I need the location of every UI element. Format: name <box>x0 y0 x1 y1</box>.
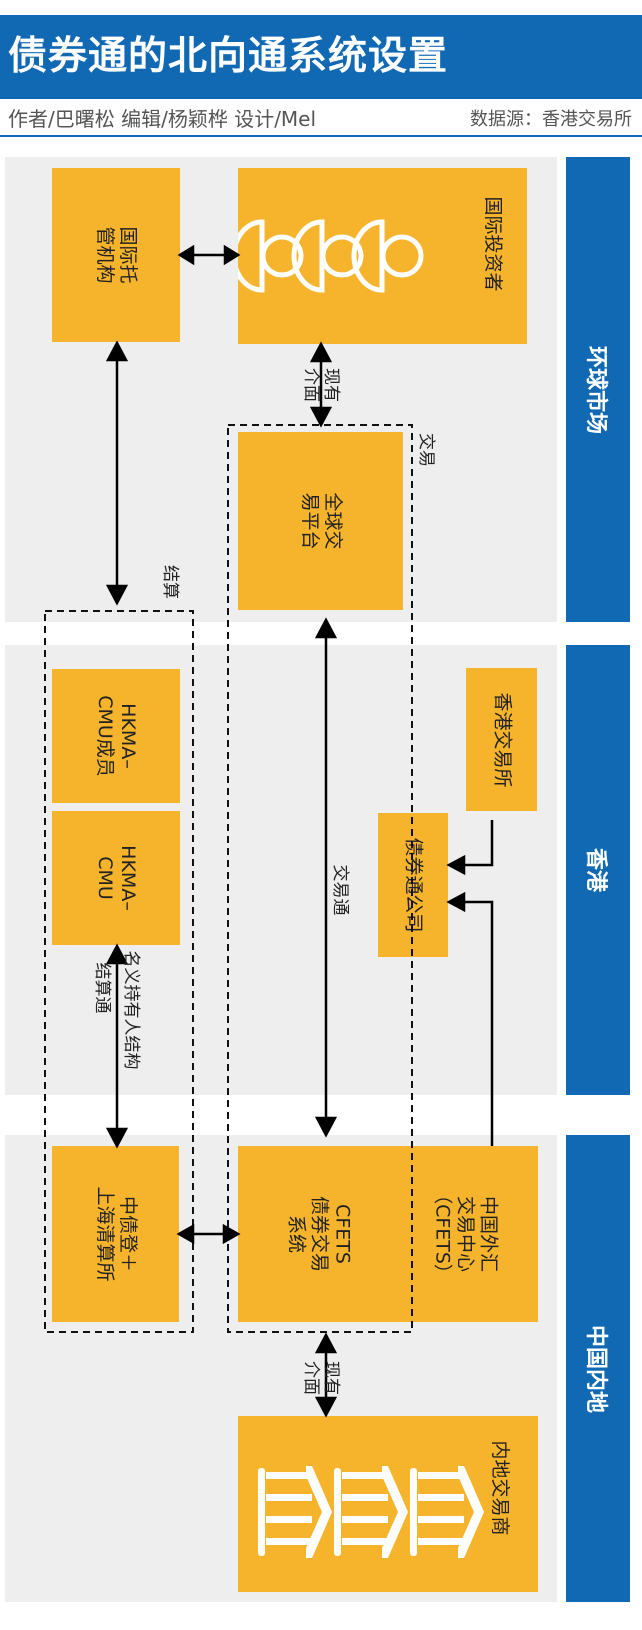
node-global-trading-platform: 全球交 易平台 <box>238 432 403 610</box>
person-icon <box>291 219 364 293</box>
arrowhead <box>314 617 338 639</box>
label-settlement-link: 结算通 <box>92 962 112 1014</box>
title-bar <box>0 15 642 99</box>
node-bond-connect-company: 债券通公司 <box>378 813 448 957</box>
node-international-investors: 国际投资者 <box>238 168 527 344</box>
arrowhead <box>309 341 333 363</box>
byline: 作者/巴曙松 编辑/杨颖桦 设计/Mel <box>8 107 317 131</box>
page-title: 债券通的北向通系统设置 <box>8 34 449 79</box>
arrowhead <box>309 406 333 428</box>
arrowhead <box>105 584 129 606</box>
label-nominee-structure: 名义持有人结构 <box>121 950 141 1070</box>
arrowhead <box>176 1223 195 1245</box>
node-custodian: 国际托 管机构 <box>52 168 180 342</box>
dealer-icons <box>258 1466 484 1558</box>
person-icon <box>238 219 304 293</box>
arrowhead <box>314 1116 338 1138</box>
node-cfets: CFETS 债券交易 系统 中国外汇 交易中心 （CFETS） <box>238 1146 538 1322</box>
investor-icons <box>238 219 424 293</box>
arrowhead <box>105 340 129 362</box>
header-divider <box>0 135 642 137</box>
node-ccdc-shch: 中债登＋ 上海清算所 <box>52 1146 179 1322</box>
arrowhead <box>105 943 129 965</box>
arrowhead <box>222 1223 241 1245</box>
label-existing-interface-top: 现有 介面 <box>301 368 341 402</box>
zone-hong-kong-band: 香港 <box>566 645 630 1095</box>
label-settlement-group: 结算 <box>160 565 180 599</box>
arrowhead <box>177 244 195 266</box>
arrowhead <box>223 244 241 266</box>
person-icon <box>351 219 424 293</box>
settlement-group-outline <box>44 610 194 1333</box>
arrowhead <box>105 1127 129 1149</box>
bank-building-icon <box>258 1466 332 1558</box>
label-trade-link: 交易通 <box>330 864 350 916</box>
node-hkma-cmu-member: HKMA– CMU成员 <box>52 669 180 803</box>
node-onshore-dealers: 内地交易商 <box>238 1416 538 1592</box>
zone-global-market-band: 环球市场 <box>566 157 630 622</box>
arrow-cfets-bondconnect <box>460 900 494 1146</box>
arrowhead <box>446 891 466 913</box>
arrowhead <box>314 1332 338 1354</box>
trading-group-outline <box>227 424 413 1333</box>
bank-building-icon <box>334 1466 408 1558</box>
label-trading-group: 交易 <box>416 433 436 467</box>
bank-building-icon <box>410 1466 484 1558</box>
zone-mainland-band: 中国内地 <box>566 1135 630 1602</box>
data-source: 数据源：香港交易所 <box>470 109 632 130</box>
arrowhead <box>446 854 466 876</box>
arrow-hkex-bondconnect <box>460 820 494 867</box>
label-existing-interface-bottom: 现有 介面 <box>301 1361 341 1395</box>
node-hkex: 香港交易所 <box>466 668 537 811</box>
arrowhead <box>314 1396 338 1418</box>
node-hkma-cmu: HKMA– CMU <box>52 811 180 945</box>
